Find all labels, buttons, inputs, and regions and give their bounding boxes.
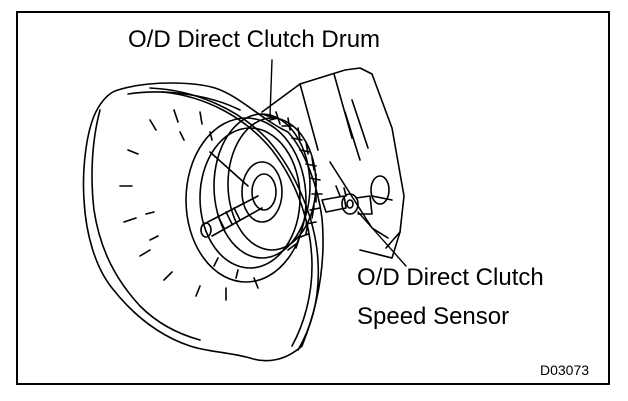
clutch-drum (213, 111, 323, 259)
figure-code: D03073 (540, 362, 590, 378)
drum-label: O/D Direct Clutch Drum (128, 26, 381, 53)
transmission-case (261, 67, 405, 259)
sensor-label-line1: O/D Direct Clutch (357, 264, 544, 291)
input-shaft (200, 151, 263, 238)
sensor-label-line2: Speed Sensor (357, 303, 510, 330)
speed-sensor (321, 185, 373, 215)
bell-housing (82, 82, 324, 362)
leader-lines (269, 59, 407, 267)
sensor-leader-line (357, 211, 407, 267)
drum-leader-line (269, 59, 273, 117)
flange-ring (185, 117, 307, 283)
figure-border (16, 11, 610, 385)
